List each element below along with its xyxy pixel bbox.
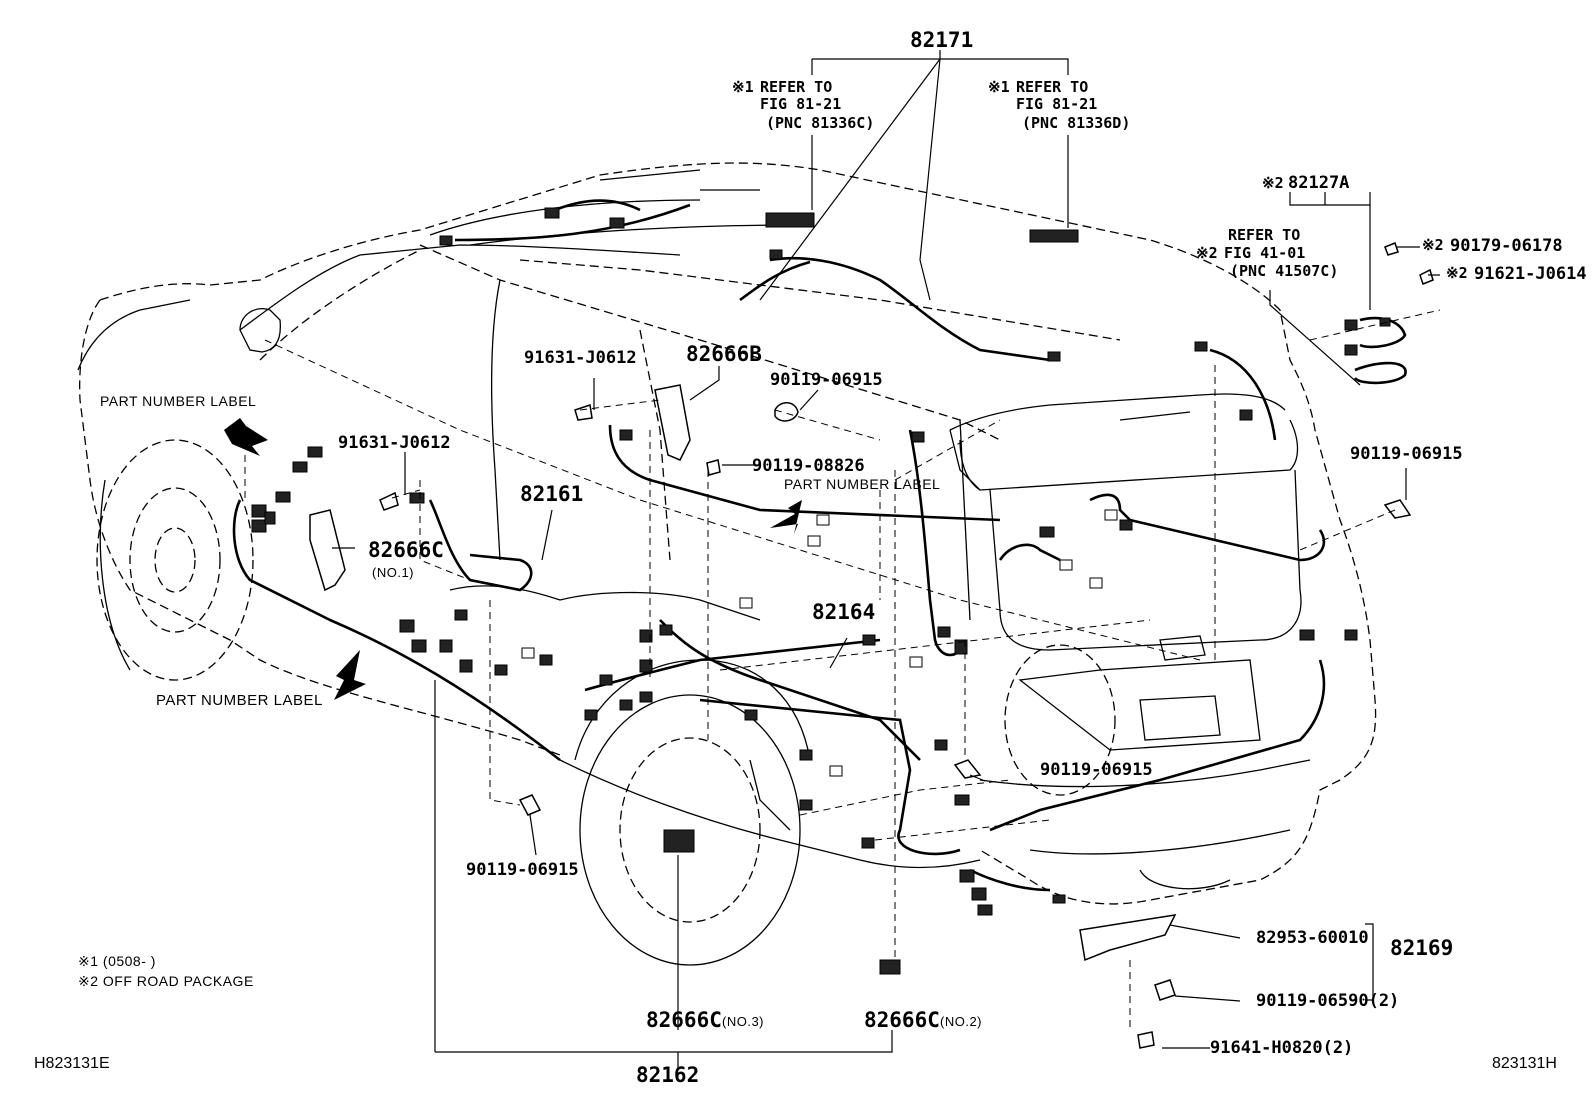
label-82162: 82162 [636,1063,700,1087]
connectors [251,207,1391,975]
label-90119-06915-mid: 90119-06915 [1040,760,1153,780]
offroad-refer-line1: REFER TO [1228,226,1301,244]
part-number-label-1: PART NUMBER LABEL [100,393,257,409]
offroad-refer-line3: (PNC 41507C) [1230,262,1339,280]
refer-right-line1: REFER TO [1016,78,1089,96]
label-90119-06915-top: 90119-06915 [770,370,883,390]
part-number-label-3: PART NUMBER LABEL [784,476,941,492]
label-91641-H0820: 91641-H0820(2) [1210,1038,1354,1058]
label-90119-06590: 90119-06590(2) [1256,991,1400,1011]
refer-right-line3: (PNC 81336D) [1022,114,1131,132]
label-90179-06178: 90179-06178 [1450,236,1563,256]
label-82171: 82171 [910,28,974,52]
refer-left-mark: ※1 [732,78,754,96]
note-2: ※2 OFF ROAD PACKAGE [78,973,254,989]
rear-right-wheel [1004,644,1116,796]
label-82666C-no3-sub: (NO.3) [722,1014,764,1029]
part-number-label-2: PART NUMBER LABEL [156,692,323,709]
label-82666C-no1-sub: (NO.1) [372,565,414,580]
label-90119-08826: 90119-08826 [752,456,865,476]
light-connectors [521,509,1118,777]
label-91621-J0614: 91621-J0614 [1474,264,1587,284]
label-91631-J0612-upper: 91631-J0612 [524,348,637,368]
label-82666C-no2: 82666C [864,1008,940,1032]
dashed-leaders [244,309,1441,1030]
label-82953-60010: 82953-60010 [1256,928,1369,948]
refer-right-mark: ※1 [988,78,1010,96]
label-82666B: 82666B [686,342,762,366]
note-1: ※1 (0508- ) [78,953,156,969]
part-b-mark: ※2 [1446,264,1468,282]
offroad-refer-line2: FIG 41-01 [1224,244,1306,262]
refer-left-line3: (PNC 81336C) [766,114,875,132]
offroad-harness-mark: ※2 [1262,174,1284,192]
refer-left-line2: FIG 81-21 [760,95,842,113]
label-90119-06915-right: 90119-06915 [1350,444,1463,464]
label-90119-06915-bottom: 90119-06915 [466,860,579,880]
label-82666C-no2-sub: (NO.2) [940,1014,982,1029]
rear-left-wheel [574,659,811,966]
refer-right-line2: FIG 81-21 [1016,95,1098,113]
footer-right-code: 823131H [1492,1055,1557,1072]
offroad-refer-mark: ※2 [1196,244,1218,262]
refer-left-line1: REFER TO [760,78,833,96]
brackets [309,242,1434,1049]
label-91631-J0612-lower: 91631-J0612 [338,433,451,453]
part-number-arrows [224,418,802,700]
footer-left-code: H823131E [34,1055,110,1072]
label-82127A: 82127A [1288,173,1350,193]
label-82666C-no1: 82666C [368,538,444,562]
part-a-mark: ※2 [1422,236,1444,254]
vehicle-body [77,162,1377,905]
front-left-wheel [96,439,254,681]
label-82169: 82169 [1390,936,1454,960]
label-82161: 82161 [520,482,584,506]
label-82666C-no3: 82666C [646,1008,722,1032]
label-82164: 82164 [812,600,876,624]
leader-lines [332,50,1440,1070]
